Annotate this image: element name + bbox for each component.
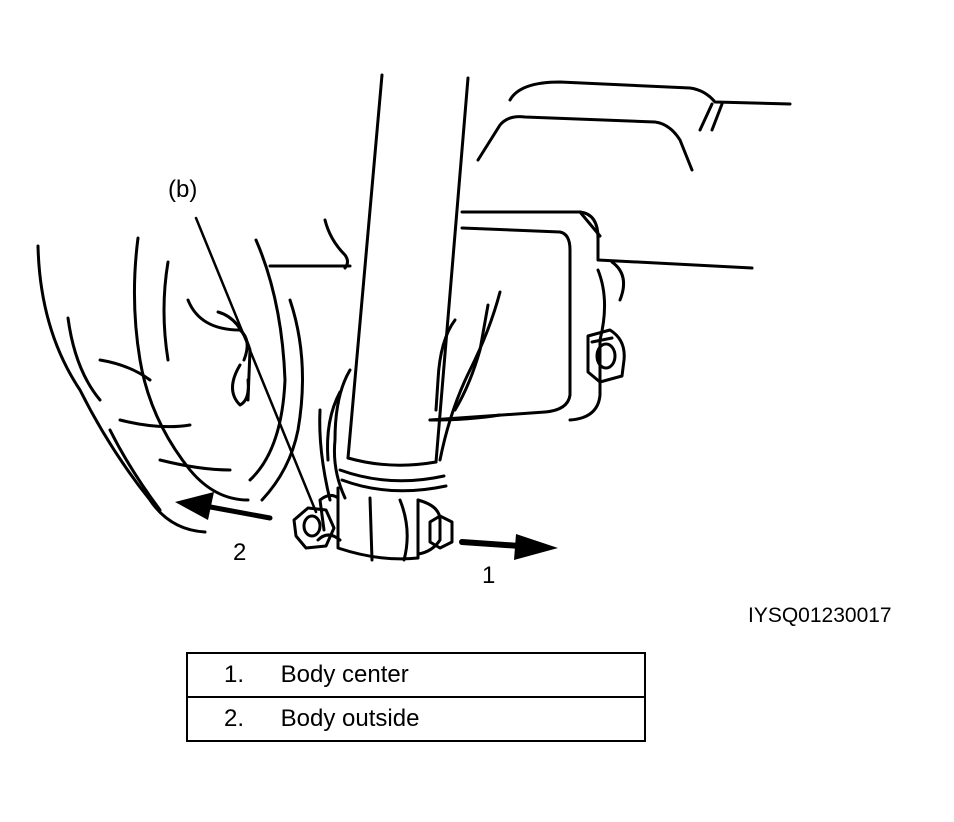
callout-b: (b) <box>168 176 198 203</box>
figure-id: IYSQ01230017 <box>748 604 892 627</box>
tire <box>36 236 304 534</box>
bracket-bolt <box>586 328 626 384</box>
legend-text: Body center <box>280 661 409 688</box>
legend-row: 1. Body center <box>186 652 646 698</box>
legend-table: 1. Body center 2. Body outside <box>186 652 646 742</box>
callout-1: 1 <box>482 562 496 589</box>
arrow-body-center <box>459 534 558 560</box>
legend-number: 2. <box>224 705 245 732</box>
right-nut <box>428 514 454 550</box>
shock-absorber <box>338 73 470 493</box>
leader-line-b <box>194 216 318 514</box>
bushing-eye <box>316 486 442 562</box>
legend-number: 1. <box>224 661 245 688</box>
body-panel <box>476 80 792 172</box>
legend-text: Body outside <box>280 705 420 732</box>
lower-bracket <box>318 290 502 502</box>
arrow-body-outside <box>175 492 273 521</box>
mounting-nut <box>292 506 336 550</box>
callout-2: 2 <box>233 539 247 566</box>
suspension-illustration <box>36 73 792 562</box>
legend-row: 2. Body outside <box>186 696 646 742</box>
